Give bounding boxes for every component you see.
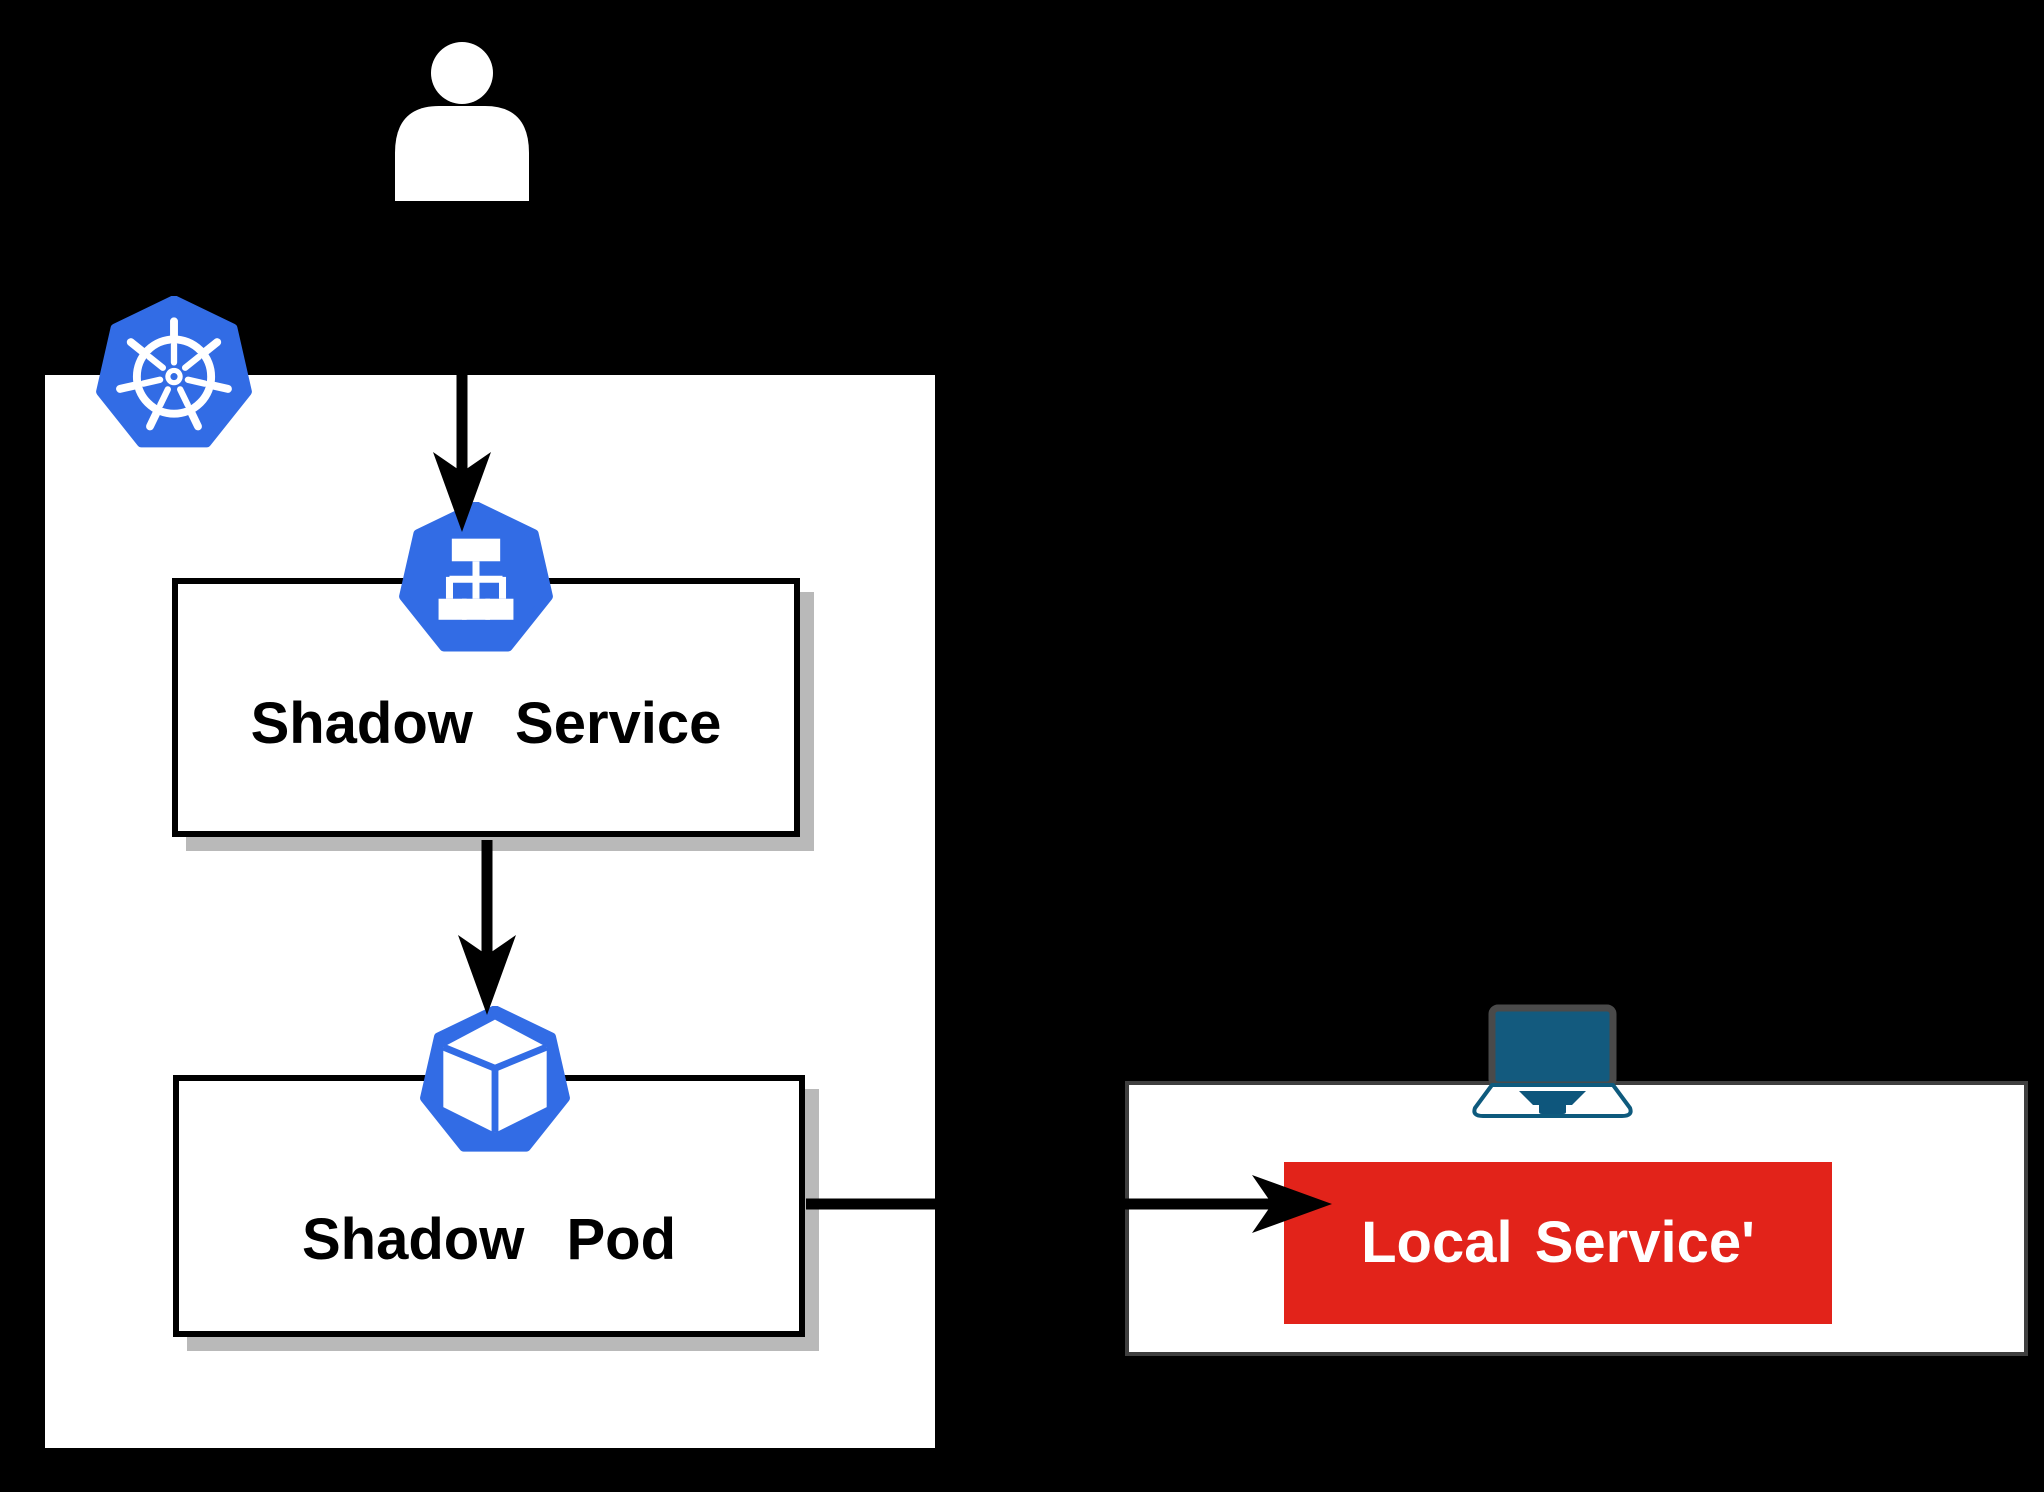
local-service-box: [1284, 1162, 1832, 1324]
shadow-pod-label: Shadow Pod: [302, 1207, 676, 1272]
shadow-service-label: Shadow Service: [250, 691, 722, 756]
local-service-label: Local Service': [1361, 1210, 1755, 1275]
user-icon: [395, 42, 529, 201]
